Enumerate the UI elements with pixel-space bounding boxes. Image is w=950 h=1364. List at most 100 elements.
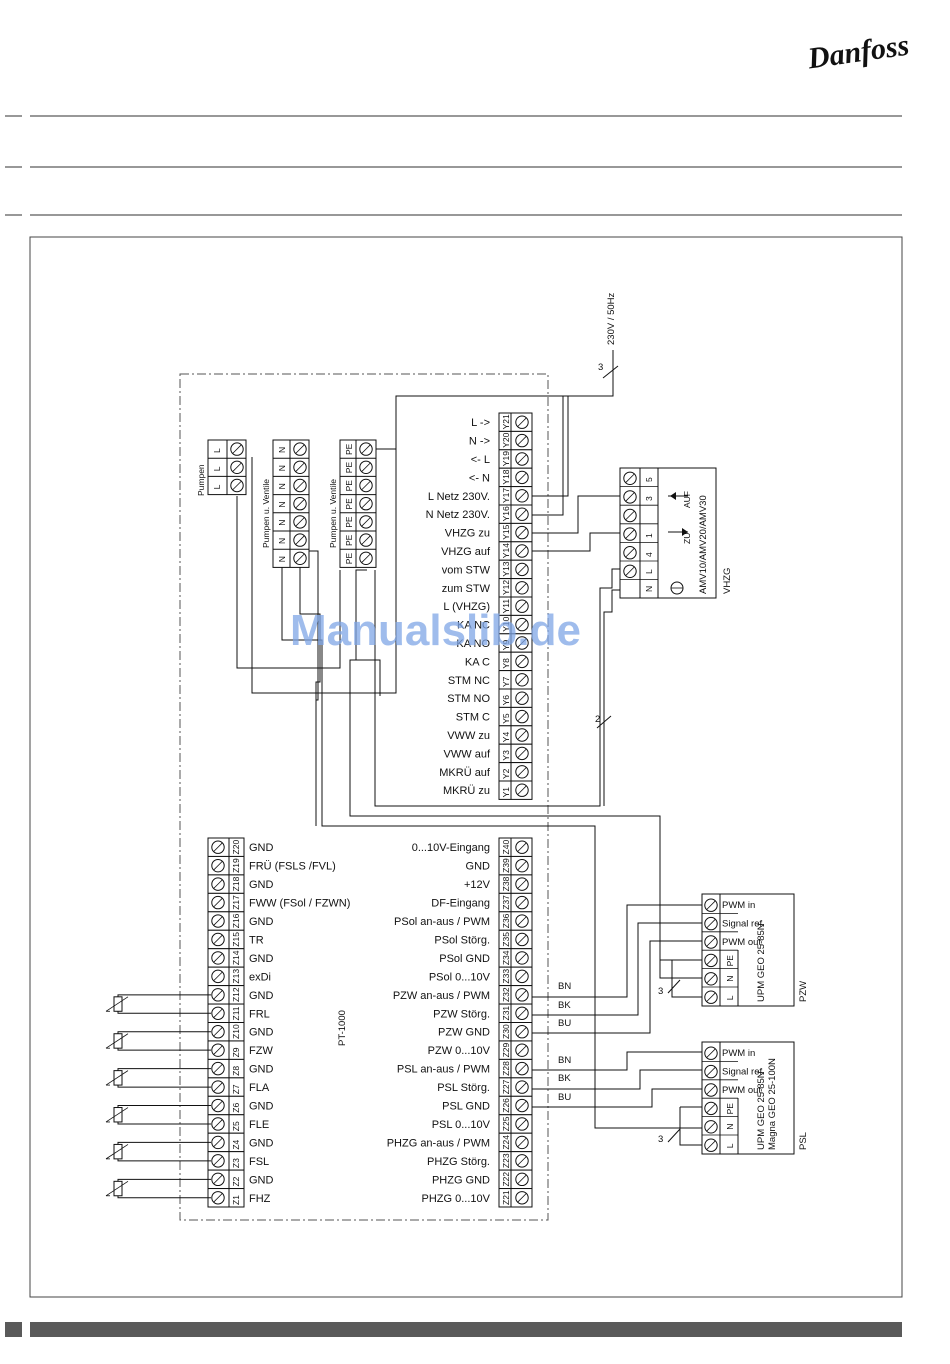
terminal-screw [515, 1080, 529, 1094]
y-terminal-id: Y13 [501, 561, 511, 576]
z-terminal-id: Z35 [501, 932, 511, 947]
n-terminal-label: N [277, 520, 287, 526]
terminal-screw [515, 1135, 529, 1150]
terminal-screw [704, 1101, 718, 1116]
z-right-label: PHZG 0...10V [422, 1193, 491, 1205]
z-left-label: FRL [249, 1008, 270, 1020]
y-terminal-id: Y19 [501, 451, 511, 466]
z-left-label: FLE [249, 1119, 269, 1131]
z-left-label: GND [249, 1174, 274, 1186]
y-terminal-label: STM NC [448, 675, 490, 687]
z-terminal-id: Z31 [501, 1006, 511, 1021]
terminal-screw [704, 898, 718, 912]
terminal-screw [623, 564, 637, 578]
y-terminal-id: Y2 [501, 768, 511, 779]
z-terminal-id: Z26 [501, 1098, 511, 1113]
y-terminal: Y13 vom STW [442, 559, 533, 580]
pumpen-ventile-title: Pumpen u. Ventile [328, 479, 338, 548]
y-terminal-label: STM NO [447, 693, 490, 705]
terminal-screw [211, 1172, 225, 1187]
terminal-screw [704, 972, 718, 986]
pump-power-label: L [725, 995, 735, 1000]
pump-signal-label: PWM out [722, 937, 761, 948]
y-terminal-label: N Netz 230V. [426, 509, 490, 521]
terminal-screw [515, 433, 529, 448]
z-left-label: GND [249, 990, 274, 1002]
z-right-label: PSol Störg. [434, 934, 490, 946]
z-terminal-id: Z29 [501, 1042, 511, 1057]
y-terminal: Y1 MKRÜ zu [443, 780, 533, 800]
terminal-screw [515, 452, 529, 466]
footer-bar [30, 1322, 902, 1337]
y-terminal-label: MKRÜ zu [443, 785, 490, 797]
y-terminal-label: vom STW [442, 564, 491, 576]
mid-cable-count: 2 [595, 714, 600, 725]
z-right-terminal: Z35 PSol Störg. [434, 929, 533, 950]
z-terminal-id: Z39 [501, 858, 511, 873]
vhzg-terminal-number: 4 [644, 552, 654, 557]
terminal-screw [211, 895, 225, 910]
pe-terminal-label: PE [344, 443, 354, 455]
z-terminal-id: Z37 [501, 895, 511, 910]
z-right-label: PHZG GND [432, 1174, 490, 1186]
sensor-symbol [105, 994, 211, 1014]
terminal-screw [515, 489, 529, 503]
terminal-screw [515, 544, 529, 558]
y-terminal-id: Y14 [501, 543, 511, 558]
y-terminal: Y18<- N [469, 467, 533, 488]
pe-terminal-label: PE [344, 462, 354, 474]
y-terminal-id: Y3 [501, 750, 511, 761]
terminal-screw [515, 599, 529, 613]
z-left-label: GND [249, 1101, 274, 1113]
y-terminal-label: MKRÜ auf [439, 767, 491, 779]
terminal-screw [515, 617, 529, 632]
n-terminal-label: N [277, 465, 287, 471]
terminal-screw [515, 525, 529, 540]
pump-name-label: PSL [798, 1132, 809, 1150]
terminal-screw [515, 581, 529, 595]
terminal-screw [515, 783, 529, 797]
terminal-screw [515, 877, 529, 891]
terminal-screw [359, 460, 373, 474]
terminal-screw [230, 460, 244, 474]
pump-power-label: N [725, 1124, 735, 1130]
y-terminal-id: Y6 [501, 695, 511, 706]
terminal-screw [515, 1098, 529, 1113]
z-terminal-id: Z9 [231, 1047, 241, 1057]
y-terminal-id: Y1 [501, 787, 511, 798]
wire-color-label: BU [558, 1092, 571, 1103]
z-left-label: FLA [249, 1082, 270, 1094]
terminal-screw [211, 951, 225, 965]
y-terminal: Y6 STM NO [447, 688, 533, 708]
pump-model-label: UPM GEO 25-85N [756, 923, 767, 1002]
terminal-screw [211, 1154, 225, 1168]
terminal-screw [515, 1172, 529, 1187]
z-terminal-id: Z23 [501, 1153, 511, 1168]
z-terminal-id: Z7 [231, 1084, 241, 1094]
z-left-label: FWW (FSol / FZWN) [249, 898, 350, 910]
z-right-label: DF-Eingang [431, 898, 490, 910]
pump-name-label: PZW [798, 981, 809, 1002]
terminal-screw [515, 1043, 529, 1057]
terminal-screw [211, 877, 225, 891]
terminal-screw [515, 951, 529, 965]
pe-terminal-label: PE [344, 553, 354, 565]
terminal-screw [515, 562, 529, 577]
terminal-screw [359, 478, 373, 493]
y-terminal-id: Y11 [501, 599, 511, 614]
y-terminal-label: L -> [471, 417, 490, 429]
terminal-screw [211, 1098, 225, 1113]
terminal-screw [704, 1046, 718, 1060]
